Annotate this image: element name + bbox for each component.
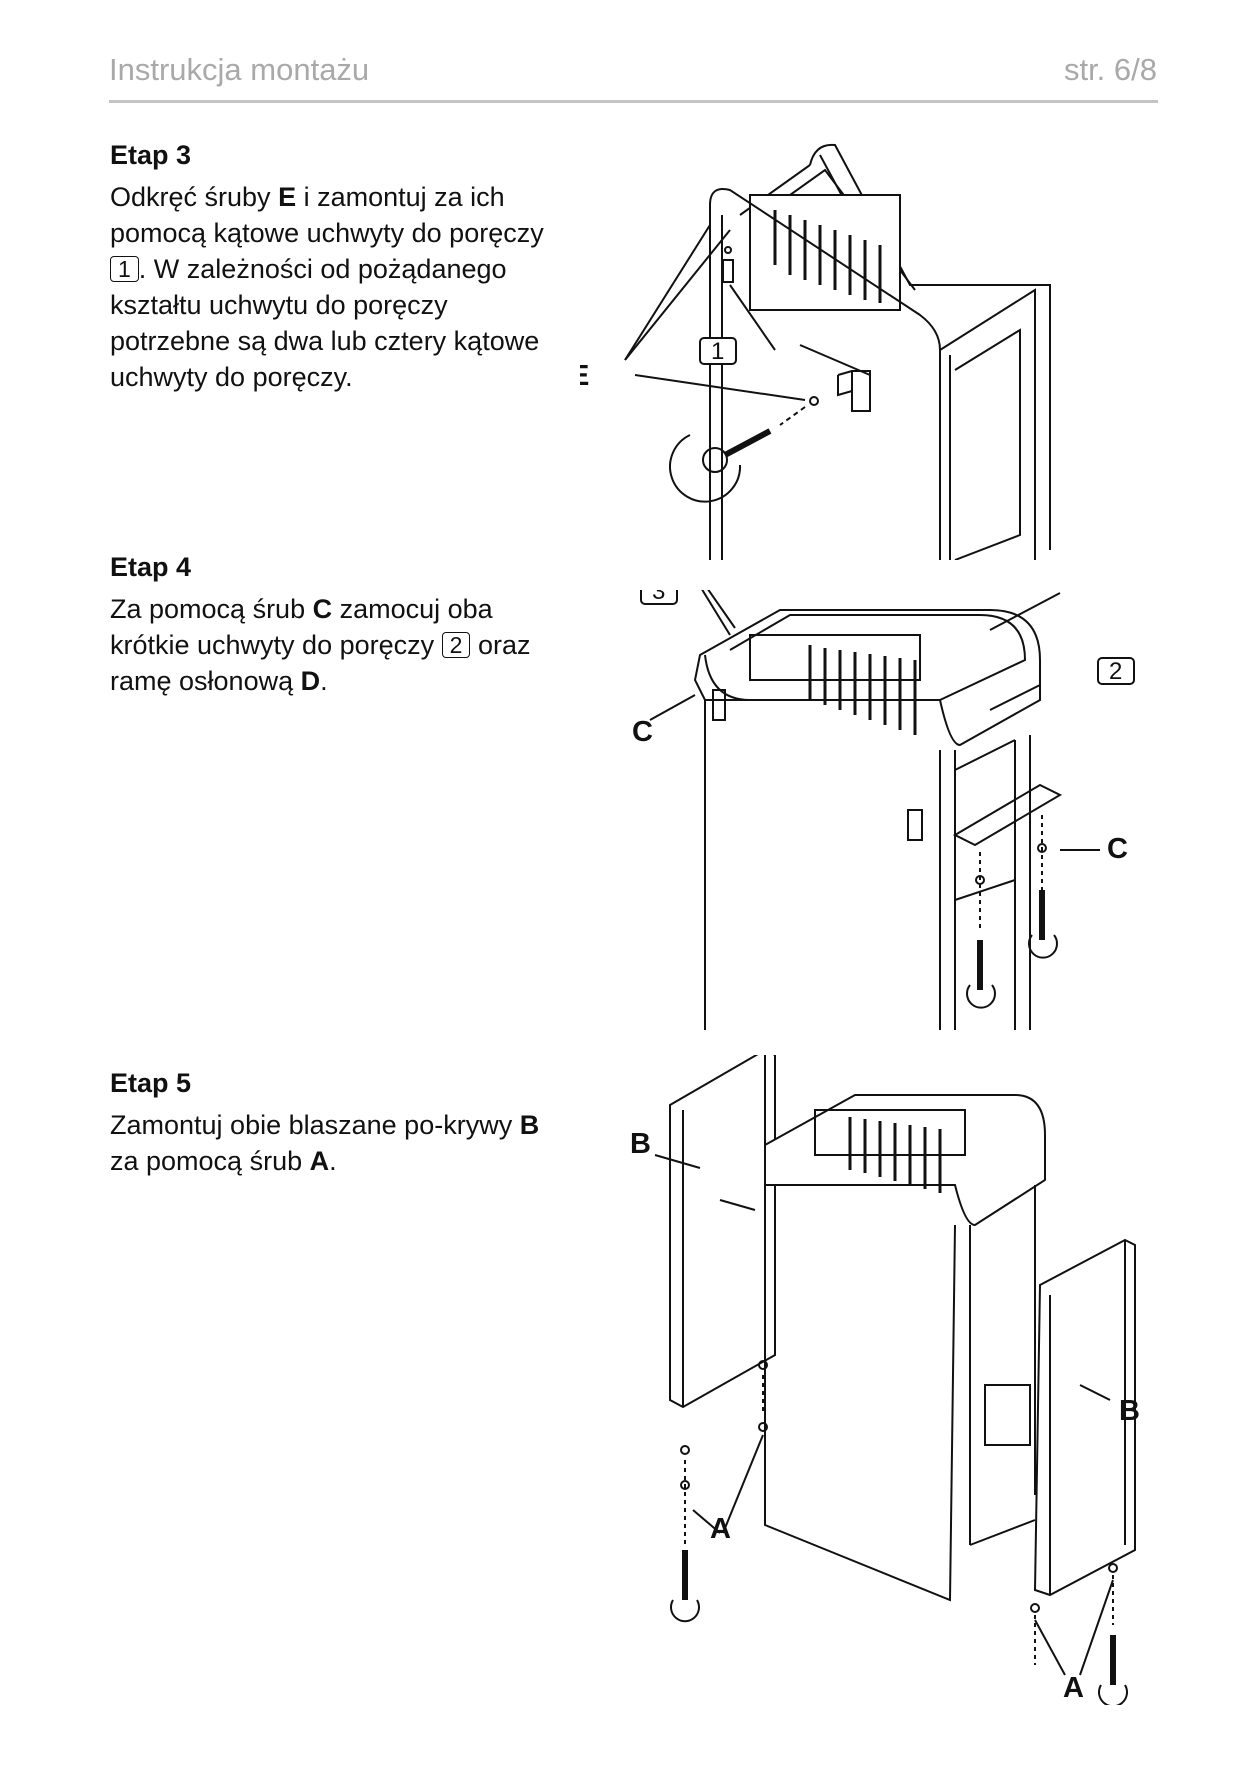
- step-5-figure: B B A A: [630, 1055, 1140, 1705]
- label-A-right: A: [1063, 1672, 1084, 1704]
- step-3-title: Etap 3: [110, 140, 192, 170]
- step-4-text: Za pomocą śrub C zamocuj oba krótkie uch…: [110, 591, 570, 699]
- label-B-left: B: [630, 1128, 651, 1160]
- bold-label: D: [300, 666, 321, 696]
- text-run: i zamontuj za ich pomocą kątowe uchwyty …: [110, 182, 544, 248]
- text-run: zamocuj oba krótkie uchwyty do poręczy: [110, 594, 493, 660]
- label-C-left: C: [632, 716, 653, 748]
- document-title: Instrukcja montażu: [109, 52, 370, 87]
- text-run: .: [329, 1146, 337, 1176]
- label-box-1: [699, 337, 737, 365]
- label-box-3-text: 3: [652, 590, 665, 605]
- label-box-1-text: 1: [711, 338, 724, 365]
- label-D: D: [1095, 590, 1116, 594]
- label-B-right: B: [1119, 1395, 1140, 1427]
- step-4-title: Etap 4: [110, 552, 192, 582]
- text-run: .: [320, 666, 328, 696]
- step-4-figure: 3 D C 2 C: [632, 590, 1135, 1030]
- text-run: Zamontuj obie blaszane po-krywy: [110, 1110, 520, 1140]
- bold-label: B: [519, 1110, 540, 1140]
- step-3-figure: E 1: [580, 143, 1051, 560]
- label-C-right: C: [1107, 833, 1128, 865]
- label-box-2-text: 2: [1109, 658, 1122, 685]
- boxed-part-number: 2: [441, 632, 471, 658]
- step-5-text: Zamontuj obie blaszane po-krywy B za pom…: [110, 1107, 570, 1179]
- step-3-text: Odkręć śruby E i zamontuj za ich pomocą …: [110, 179, 570, 395]
- text-run: oraz ramę osłonową: [110, 630, 531, 696]
- step-5: Etap 5 Zamontuj obie blaszane po-krywy B…: [110, 1068, 570, 1179]
- label-E: E: [580, 360, 589, 392]
- header-divider: [109, 100, 1158, 103]
- bold-label: A: [309, 1146, 330, 1176]
- label-A-left: A: [710, 1513, 731, 1545]
- label-box-2: [1097, 657, 1135, 685]
- text-run: za pomocą śrub: [110, 1146, 310, 1176]
- text-run: Odkręć śruby: [110, 182, 279, 212]
- bold-label: C: [312, 594, 333, 624]
- page-number: str. 6/8: [1063, 52, 1157, 87]
- boxed-part-number: 1: [110, 256, 139, 282]
- step-4: Etap 4 Za pomocą śrub C zamocuj oba krót…: [110, 552, 570, 699]
- text-run: Za pomocą śrub: [110, 594, 313, 624]
- label-box-3: [640, 590, 678, 605]
- step-5-title: Etap 5: [110, 1068, 192, 1098]
- text-run: . W zależności od pożądanego kształtu uc…: [110, 254, 540, 392]
- bold-label: E: [278, 182, 297, 212]
- step-3: Etap 3 Odkręć śruby E i zamontuj za ich …: [110, 140, 570, 395]
